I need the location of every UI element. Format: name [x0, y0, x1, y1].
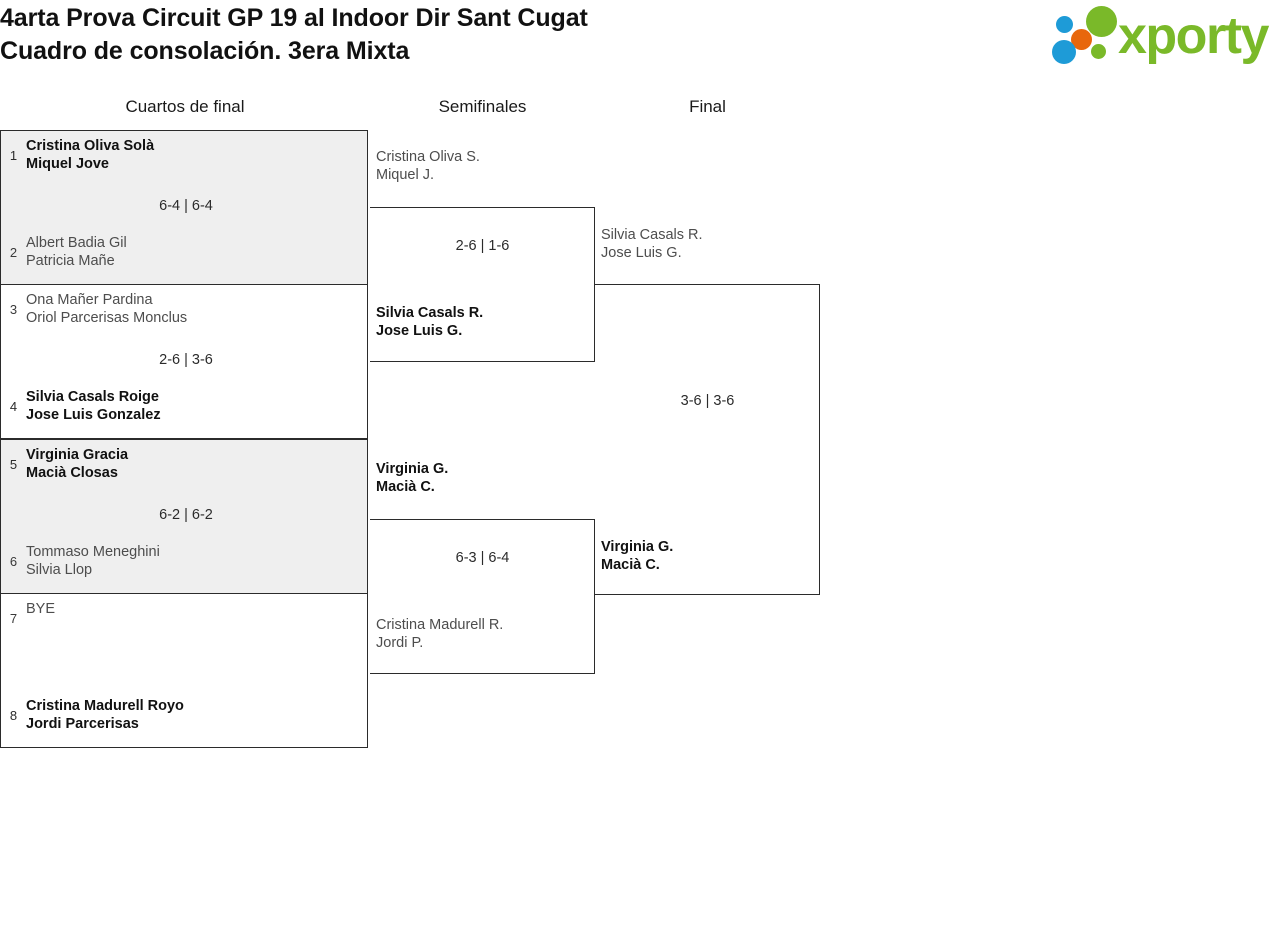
team-slot[interactable]: 7 BYE: [1, 600, 369, 628]
logo-dot-blue-top-icon: [1056, 16, 1073, 33]
bracket-subtitle: Cuadro de consolación. 3era Mixta: [0, 37, 410, 65]
logo-dot-orange-icon: [1071, 29, 1092, 50]
player-name: Albert Badia Gil: [26, 235, 127, 251]
player-name: Silvia Casals Roige: [26, 389, 159, 405]
team-names: Cristina Oliva Solà Miquel Jove: [26, 137, 369, 173]
logo-dots-icon: [1050, 6, 1122, 68]
match-semifinal-2[interactable]: 6-3 | 6-4: [370, 519, 595, 674]
team-names: Virginia Gracia Macià Closas: [26, 446, 369, 482]
team-names: Silvia Casals Roige Jose Luis Gonzalez: [26, 388, 369, 424]
player-name: Oriol Parcerisas Monclus: [26, 310, 188, 326]
team-names: Albert Badia Gil Patricia Mañe: [26, 234, 369, 270]
xporty-logo[interactable]: xporty: [1050, 4, 1278, 68]
player-name: Tommaso Meneghini: [26, 544, 160, 560]
team-slot[interactable]: Cristina Oliva S. Miquel J.: [376, 148, 596, 184]
player-name: Jose Luis Gonzalez: [26, 407, 161, 423]
player-name: Jose Luis G.: [376, 323, 463, 339]
match-quarterfinal-3[interactable]: 5 Virginia Gracia Macià Closas 6-2 | 6-2…: [0, 439, 368, 594]
player-name: Ona Mañer Pardina: [26, 292, 153, 308]
match-score: 2-6 | 3-6: [159, 352, 213, 368]
seed-number: 5: [9, 457, 18, 472]
match-score: 6-3 | 6-4: [455, 550, 510, 566]
player-name: Cristina Madurell R.: [376, 617, 504, 633]
team-slot[interactable]: Silvia Casals R. Jose Luis G.: [601, 226, 821, 262]
match-quarterfinal-2[interactable]: 3 Ona Mañer Pardina Oriol Parcerisas Mon…: [0, 284, 368, 439]
team-slot[interactable]: 5 Virginia Gracia Macià Closas: [1, 446, 369, 482]
team-slot[interactable]: Silvia Casals R. Jose Luis G.: [376, 304, 596, 340]
page-header: 4arta Prova Circuit GP 19 al Indoor Dir …: [0, 0, 1280, 74]
match-quarterfinal-1[interactable]: 1 Cristina Oliva Solà Miquel Jove 6-4 | …: [0, 130, 368, 285]
player-name: Silvia Casals R.: [601, 227, 703, 243]
player-name: Macià C.: [601, 557, 660, 573]
seed-number: 4: [9, 399, 18, 414]
page-title: 4arta Prova Circuit GP 19 al Indoor Dir …: [0, 2, 900, 68]
round-header-final: Final: [689, 97, 726, 116]
team-slot[interactable]: Cristina Madurell R. Jordi P.: [376, 616, 596, 652]
seed-number: 1: [9, 148, 18, 163]
player-name: Virginia G.: [376, 461, 449, 477]
player-name: Silvia Casals R.: [376, 305, 484, 321]
seed-number: 7: [9, 611, 18, 626]
player-name: Virginia G.: [601, 539, 674, 555]
match-score: 3-6 | 3-6: [680, 393, 735, 409]
team-slot[interactable]: Virginia G. Macià C.: [376, 460, 596, 496]
match-score: 6-2 | 6-2: [159, 507, 213, 523]
team-names: Cristina Madurell Royo Jordi Parcerisas: [26, 697, 369, 733]
team-slot[interactable]: 2 Albert Badia Gil Patricia Mañe: [1, 234, 369, 270]
logo-dot-blue-bottom-icon: [1052, 40, 1076, 64]
seed-number: 2: [9, 245, 18, 260]
match-semifinal-1[interactable]: 2-6 | 1-6: [370, 207, 595, 362]
player-name: Cristina Oliva S.: [376, 149, 480, 165]
logo-wordmark: xporty: [1118, 7, 1269, 65]
seed-number: 3: [9, 302, 18, 317]
match-score: 2-6 | 1-6: [455, 238, 510, 254]
team-slot[interactable]: 1 Cristina Oliva Solà Miquel Jove: [1, 137, 369, 173]
seed-number: 6: [9, 554, 18, 569]
round-headers: Cuartos de final Semifinales Final: [0, 94, 1280, 124]
player-name: Cristina Oliva Solà: [26, 138, 155, 154]
match-final[interactable]: 3-6 | 3-6: [595, 284, 820, 595]
team-slot[interactable]: Virginia G. Macià C.: [601, 538, 821, 574]
player-name: Cristina Madurell Royo: [26, 698, 184, 714]
logo-dot-green-small-icon: [1091, 44, 1106, 59]
team-slot[interactable]: 8 Cristina Madurell Royo Jordi Parcerisa…: [1, 697, 369, 733]
seed-number: 8: [9, 708, 18, 723]
player-name: Jordi Parcerisas: [26, 716, 139, 732]
match-score: 6-4 | 6-4: [159, 198, 213, 214]
logo-dot-green-large-icon: [1086, 6, 1117, 37]
player-name: Patricia Mañe: [26, 253, 115, 269]
match-quarterfinal-4[interactable]: 7 BYE 8 Cristina Madurell Royo Jordi Par…: [0, 593, 368, 748]
team-names: BYE: [26, 600, 369, 618]
player-name: Jose Luis G.: [601, 245, 682, 261]
player-name: Macià Closas: [26, 465, 118, 481]
round-header-quarterfinals: Cuartos de final: [125, 97, 245, 116]
player-name: Macià C.: [376, 479, 435, 495]
player-name: Miquel J.: [376, 167, 435, 183]
team-names: Tommaso Meneghini Silvia Llop: [26, 543, 369, 579]
player-name: Jordi P.: [376, 635, 424, 651]
team-slot[interactable]: 6 Tommaso Meneghini Silvia Llop: [1, 543, 369, 579]
tournament-title: 4arta Prova Circuit GP 19 al Indoor Dir …: [0, 4, 588, 32]
player-name: Miquel Jove: [26, 156, 109, 172]
player-name: Virginia Gracia: [26, 447, 129, 463]
team-names: Ona Mañer Pardina Oriol Parcerisas Moncl…: [26, 291, 369, 327]
player-name: BYE: [26, 601, 56, 617]
team-slot[interactable]: 4 Silvia Casals Roige Jose Luis Gonzalez: [1, 388, 369, 424]
team-slot[interactable]: 3 Ona Mañer Pardina Oriol Parcerisas Mon…: [1, 291, 369, 327]
round-header-semifinals: Semifinales: [438, 97, 527, 116]
player-name: Silvia Llop: [26, 562, 93, 578]
